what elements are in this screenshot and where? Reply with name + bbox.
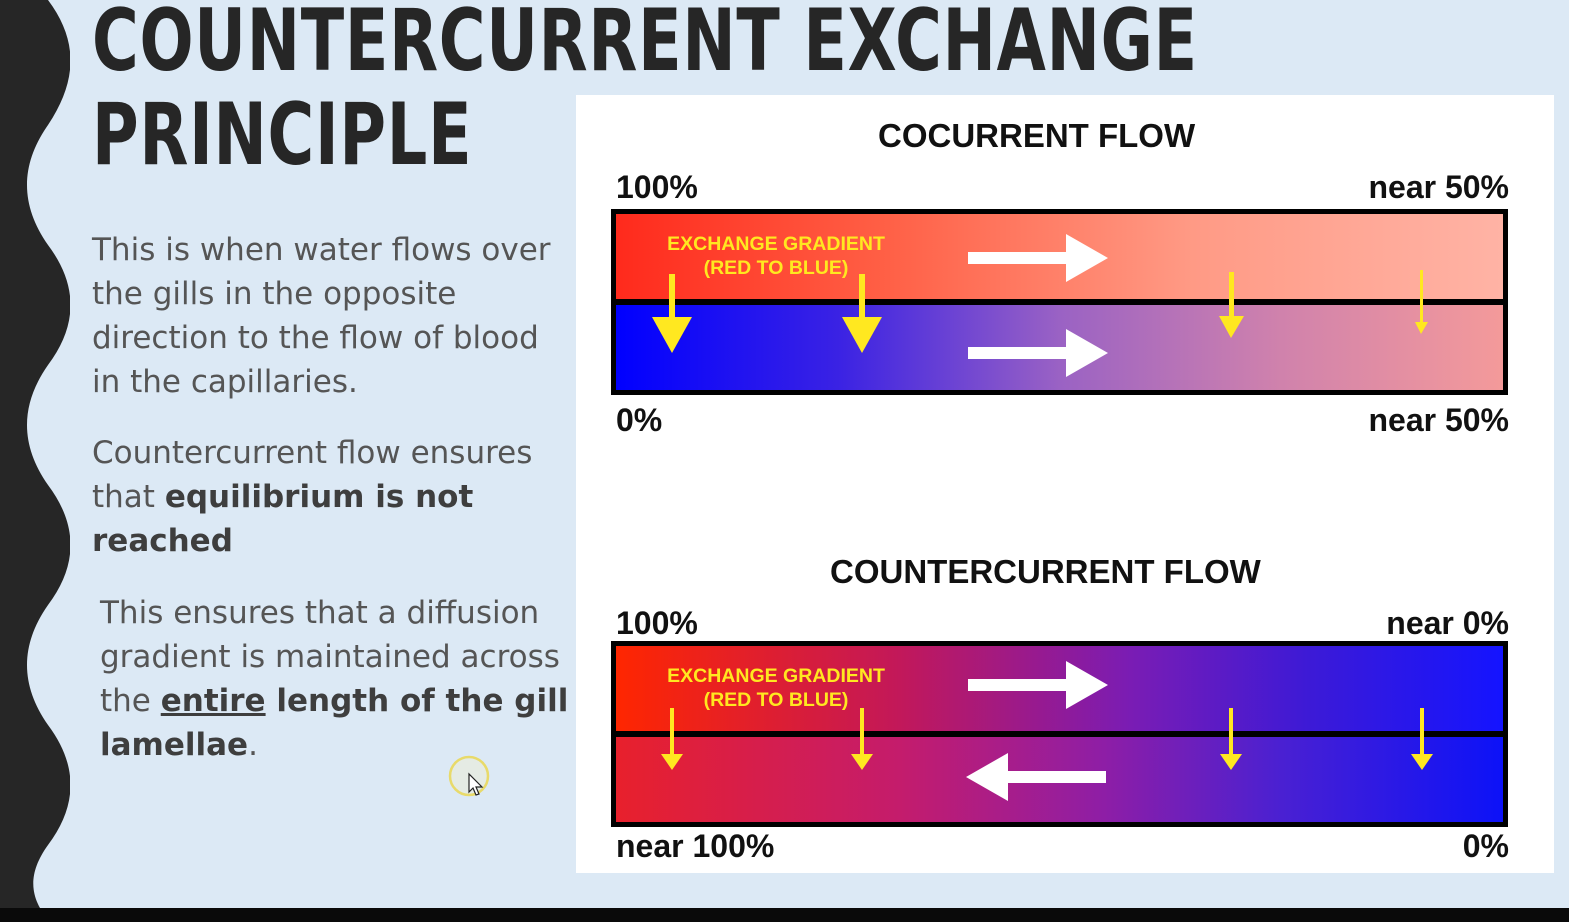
- countercurrent-top-right-label: near 0%: [1386, 605, 1509, 641]
- p2-bold: equilibrium is not reached: [92, 479, 474, 559]
- cocurrent-top-right-label: near 50%: [1368, 169, 1509, 205]
- p3-bold: length of the gill lamellae: [100, 683, 569, 763]
- cocurrent-gradient-label: EXCHANGE GRADIENT (RED TO BLUE): [656, 232, 896, 280]
- title-line-1: COUNTERCURRENT EXCHANGE: [92, 0, 1198, 91]
- gradient-label-line2: (RED TO BLUE): [703, 689, 849, 711]
- bottom-bar: [0, 908, 1569, 922]
- arrow-down-icon: [1220, 708, 1242, 770]
- countercurrent-arrows: [661, 661, 1433, 801]
- arrow-right-icon: [968, 329, 1108, 377]
- slide-title: COUNTERCURRENT EXCHANGE PRINCIPLE: [92, 0, 1198, 182]
- arrow-down-icon: [842, 274, 882, 353]
- arrow-right-icon: [968, 661, 1108, 709]
- arrow-down-icon: [661, 708, 683, 770]
- cocurrent-top-left-label: 100%: [616, 169, 698, 205]
- p2-plain: Countercurrent flow ensures that: [92, 435, 533, 515]
- cocurrent-divider: [616, 299, 1503, 309]
- title-line-2: PRINCIPLE: [92, 85, 473, 185]
- p3-end: .: [248, 727, 258, 763]
- countercurrent-bottom-left-label: near 100%: [616, 828, 775, 864]
- wavy-left-border: [0, 0, 70, 908]
- countercurrent-divider: [616, 731, 1503, 741]
- cocurrent-bottom-left-label: 0%: [616, 402, 663, 438]
- arrow-down-icon: [652, 274, 692, 353]
- paragraph-definition: This is when water flows over the gills …: [92, 232, 551, 400]
- flow-diagram: COCURRENT FLOW 100% near 50%: [576, 95, 1554, 873]
- cocurrent-arrows: [652, 234, 1428, 377]
- arrow-left-icon: [966, 753, 1106, 801]
- arrow-down-icon: [1415, 270, 1428, 334]
- countercurrent-bottom-right-label: 0%: [1462, 828, 1509, 864]
- arrow-down-icon: [1219, 272, 1244, 338]
- paragraph-equilibrium: Countercurrent flow ensures that equilib…: [92, 431, 562, 563]
- p3-plain: This ensures that a diffusion gradient i…: [100, 595, 560, 719]
- gradient-label-line1: EXCHANGE GRADIENT: [667, 665, 885, 687]
- countercurrent-gradient-label: EXCHANGE GRADIENT (RED TO BLUE): [656, 664, 896, 712]
- arrow-down-icon: [1411, 708, 1433, 770]
- arrow-down-icon: [851, 708, 873, 770]
- gradient-label-line1: EXCHANGE GRADIENT: [667, 233, 885, 255]
- arrow-right-icon: [968, 234, 1108, 282]
- p3-underlined: entire: [160, 683, 266, 719]
- cocurrent-title: COCURRENT FLOW: [878, 117, 1196, 154]
- mouse-cursor-icon: [448, 755, 490, 797]
- countercurrent-top-left-label: 100%: [616, 605, 698, 641]
- cocurrent-bottom-right-label: near 50%: [1368, 402, 1509, 438]
- countercurrent-title: COUNTERCURRENT FLOW: [830, 553, 1261, 590]
- countercurrent-band: EXCHANGE GRADIENT (RED TO BLUE): [611, 641, 1508, 827]
- paragraph-gradient: This ensures that a diffusion gradient i…: [100, 591, 570, 767]
- cocurrent-band: EXCHANGE GRADIENT (RED TO BLUE): [611, 209, 1508, 395]
- gradient-label-line2: (RED TO BLUE): [703, 257, 849, 279]
